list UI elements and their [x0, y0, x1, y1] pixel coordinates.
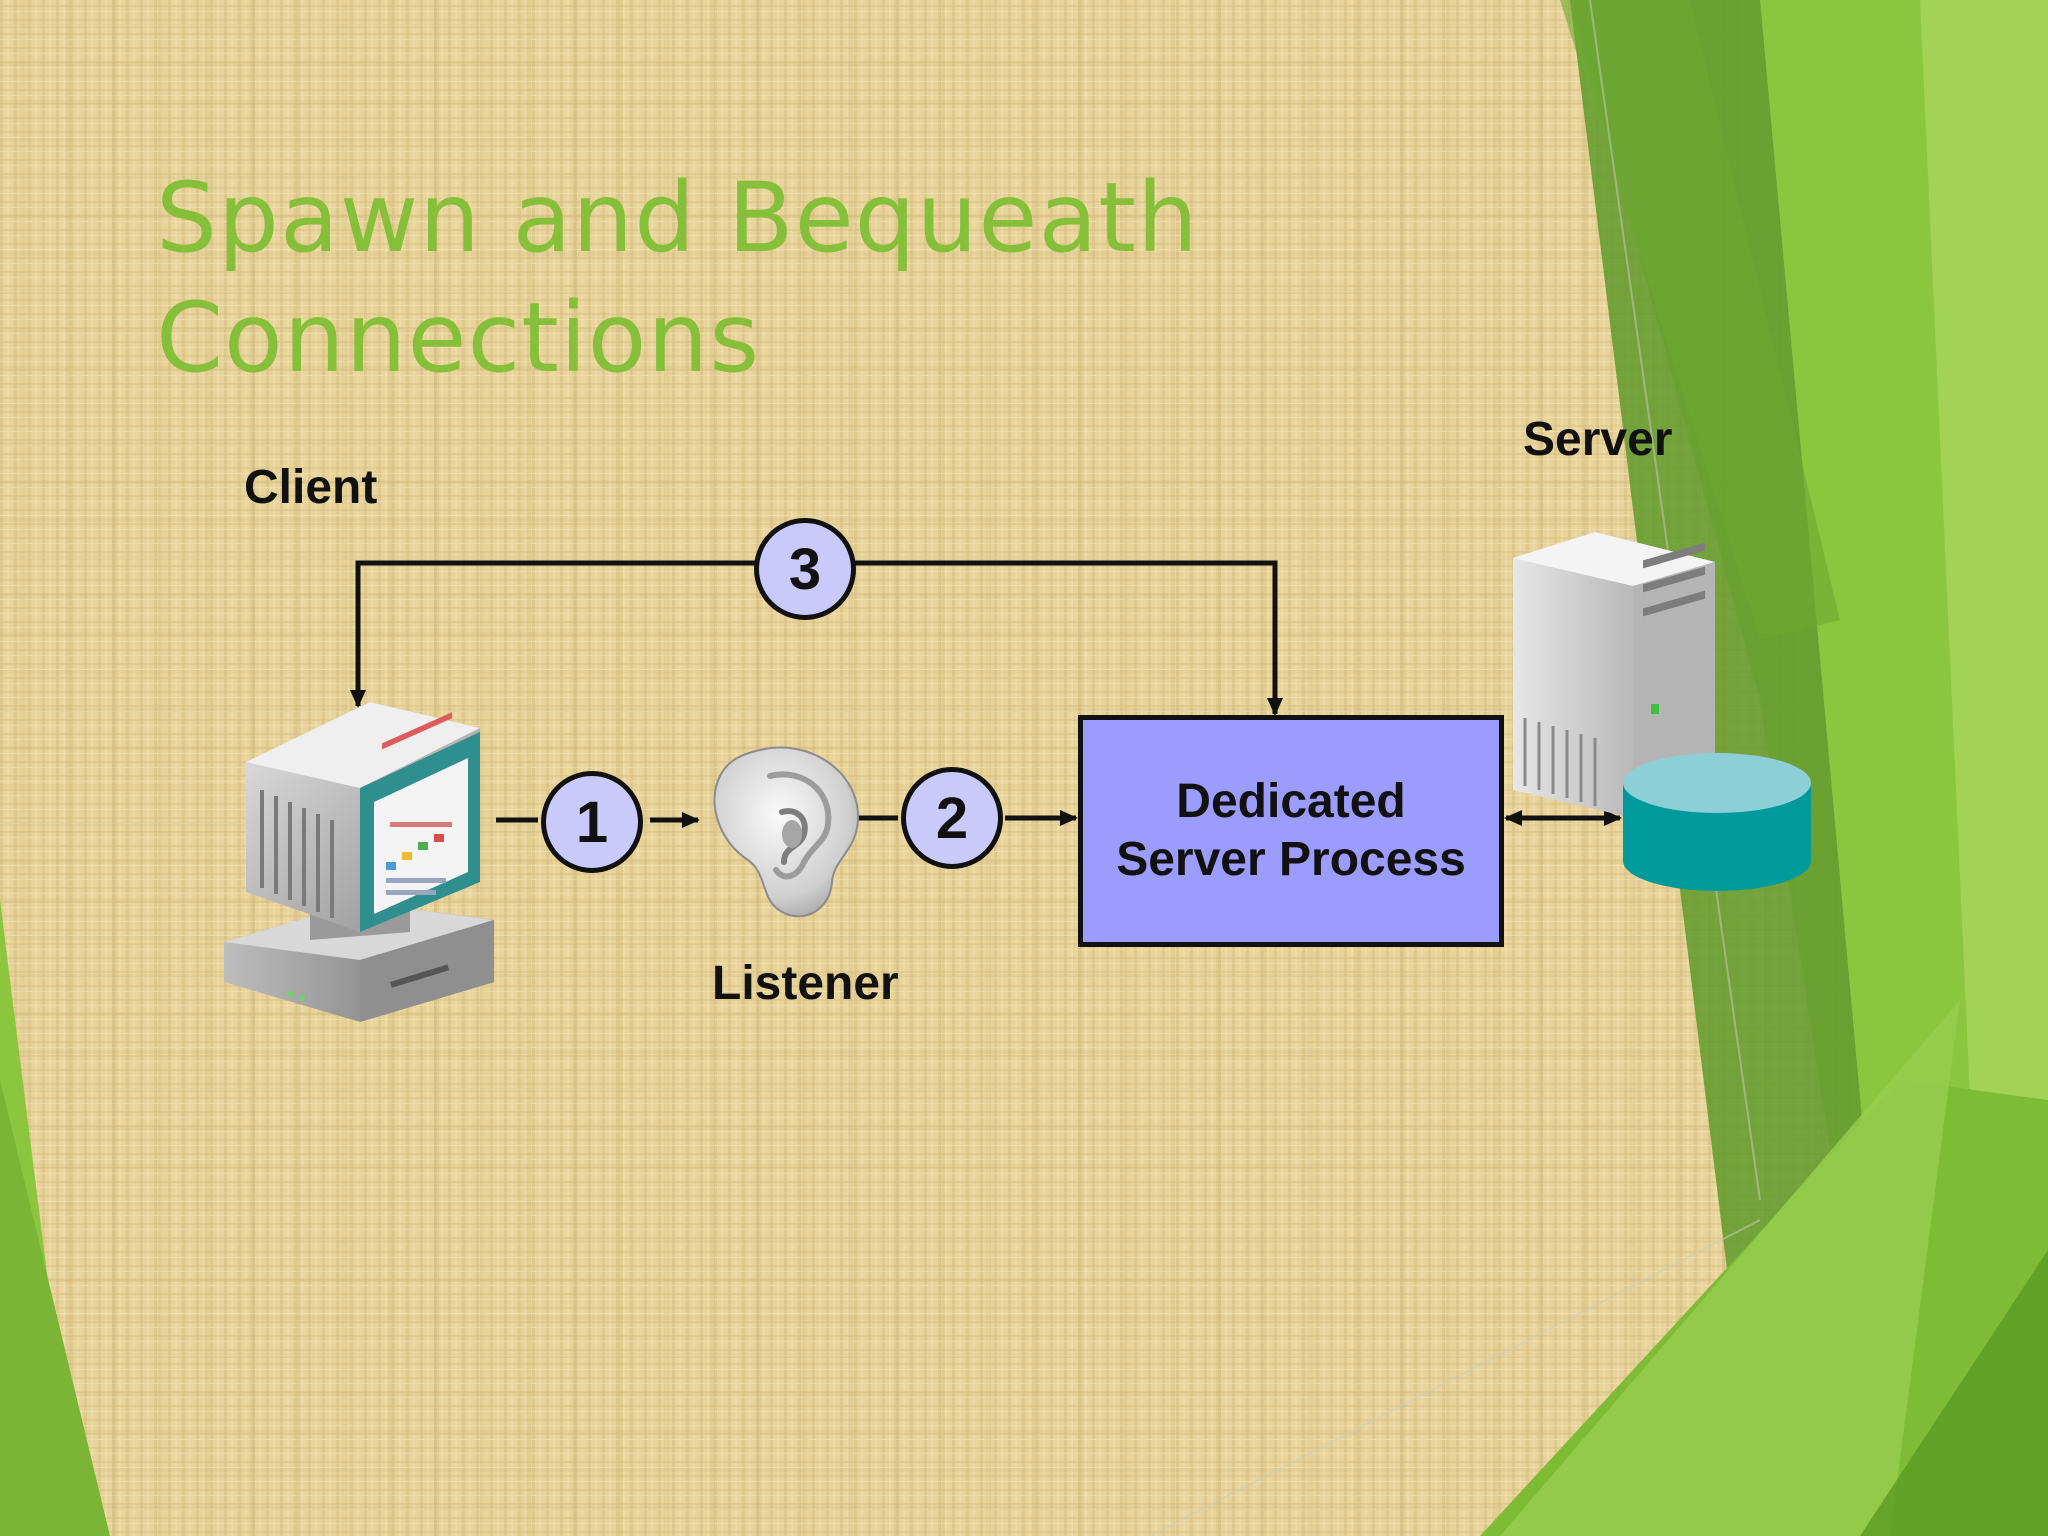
database-cylinder-icon	[1623, 753, 1811, 891]
desktop-computer-icon	[224, 702, 494, 1022]
step-1-badge: 1	[541, 771, 643, 873]
client-label: Client	[244, 461, 378, 514]
process-label-line-1: Dedicated	[1176, 775, 1406, 828]
slide-title: Spawn and Bequeath Connections	[156, 158, 1456, 398]
process-label-line-2: Server Process	[1116, 833, 1466, 886]
server-label: Server	[1523, 413, 1673, 466]
title-line-1: Spawn and Bequeath	[156, 162, 1199, 274]
title-line-2: Connections	[156, 282, 761, 394]
step-2-badge: 2	[901, 767, 1003, 869]
dedicated-server-process-box: Dedicated Server Process	[1078, 715, 1504, 947]
step-3-badge: 3	[754, 518, 856, 620]
listener-label: Listener	[712, 957, 899, 1010]
ear-icon	[713, 746, 860, 918]
